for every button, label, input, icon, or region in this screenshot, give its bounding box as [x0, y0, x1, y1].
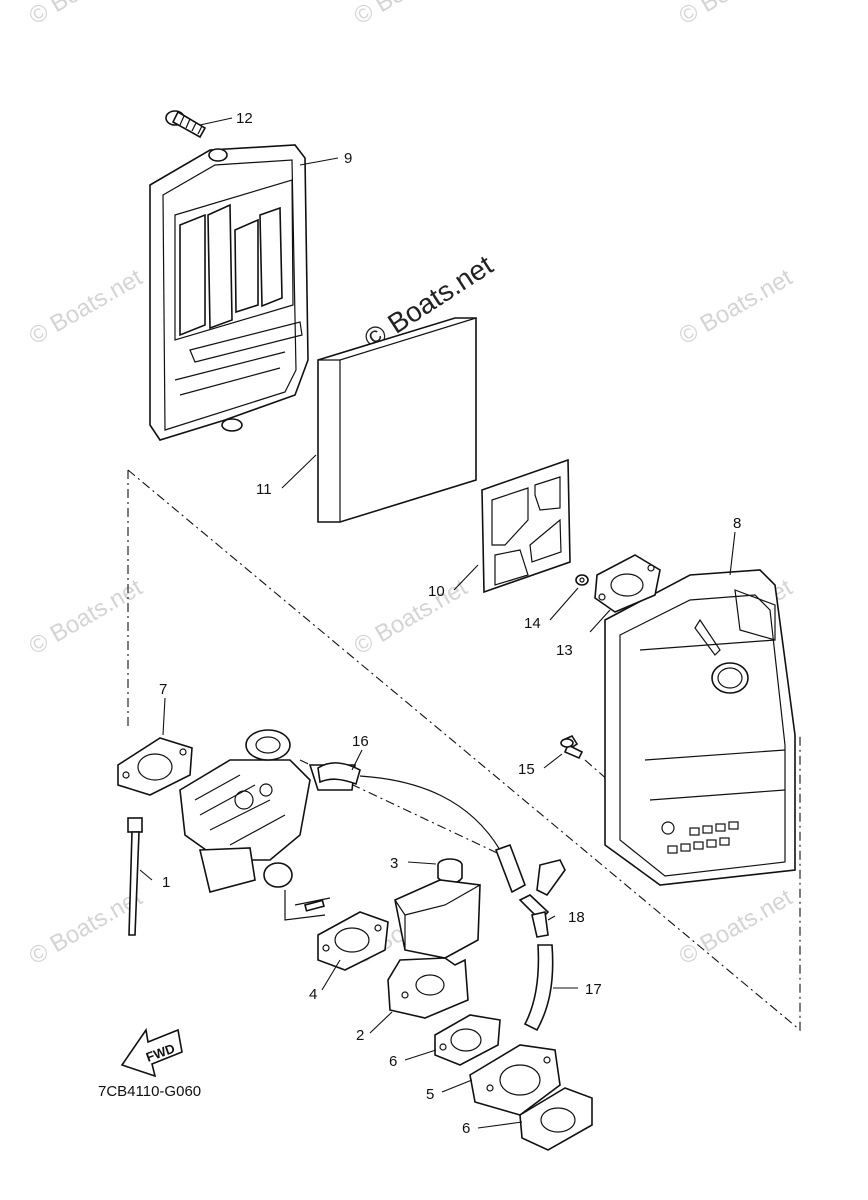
watermark: © Boats.net: [675, 264, 798, 350]
air-filter-element: [317, 317, 477, 523]
callout-18: 18: [568, 909, 585, 926]
watermark: © Boats.net: [350, 0, 473, 30]
watermark: © Boats.net: [25, 0, 148, 30]
callout-11: 11: [256, 481, 272, 498]
callout-3: 3: [390, 855, 398, 872]
screw-part: [165, 110, 207, 139]
callout-9: 9: [344, 150, 352, 167]
leader-lines: [139, 117, 736, 1129]
callout-7: 7: [159, 681, 167, 698]
watermark: © Boats.net: [350, 574, 473, 660]
callout-4: 4: [309, 986, 317, 1003]
insulator: [469, 1044, 561, 1116]
callout-16: 16: [352, 733, 369, 750]
fuel-hose-17: [523, 944, 554, 1032]
callout-5: 5: [426, 1086, 434, 1103]
air-box-cover: [149, 144, 309, 441]
fuel-hose-16: [317, 762, 526, 894]
nut-part: [575, 574, 589, 586]
case-gasket: [594, 554, 661, 613]
watermark: © Boats.net: [675, 0, 798, 30]
callout-12: 12: [236, 110, 253, 127]
callout-15: 15: [518, 761, 535, 778]
callouts: 12 9 11 10 8 13 14 7 16 15 3 1 18 17 4 2…: [159, 110, 741, 1137]
bolt-part: [560, 734, 584, 760]
cable-tie: [127, 817, 143, 936]
carb-gasket: [117, 737, 193, 796]
callout-6-lower: 6: [462, 1120, 470, 1137]
intake-gasket-4: [317, 911, 389, 971]
air-box-case: [604, 569, 796, 886]
callout-2: 2: [356, 1027, 364, 1044]
carburetor: [179, 729, 356, 921]
watermark: © Boats.net: [25, 574, 148, 660]
diagram-code: 7CB4110-G060: [98, 1083, 201, 1100]
gasket-6-lower: [519, 1087, 593, 1151]
watermark: © Boats.net: [25, 264, 148, 350]
callout-1: 1: [162, 874, 170, 891]
gasket-6-upper: [434, 1014, 501, 1066]
fwd-arrow-icon: FWD: [120, 1027, 183, 1078]
callout-6-upper: 6: [389, 1053, 397, 1070]
heat-shield: [387, 879, 481, 1019]
vent-slots: [667, 821, 739, 854]
callout-14: 14: [524, 615, 541, 632]
grommet: [437, 858, 463, 885]
callout-13: 13: [556, 642, 573, 659]
hose-joint: [518, 859, 566, 938]
watermark: © Boats.net: [675, 884, 798, 970]
callout-17: 17: [585, 981, 602, 998]
callout-10: 10: [428, 583, 445, 600]
filter-gasket: [481, 458, 571, 594]
callout-8: 8: [733, 515, 741, 532]
